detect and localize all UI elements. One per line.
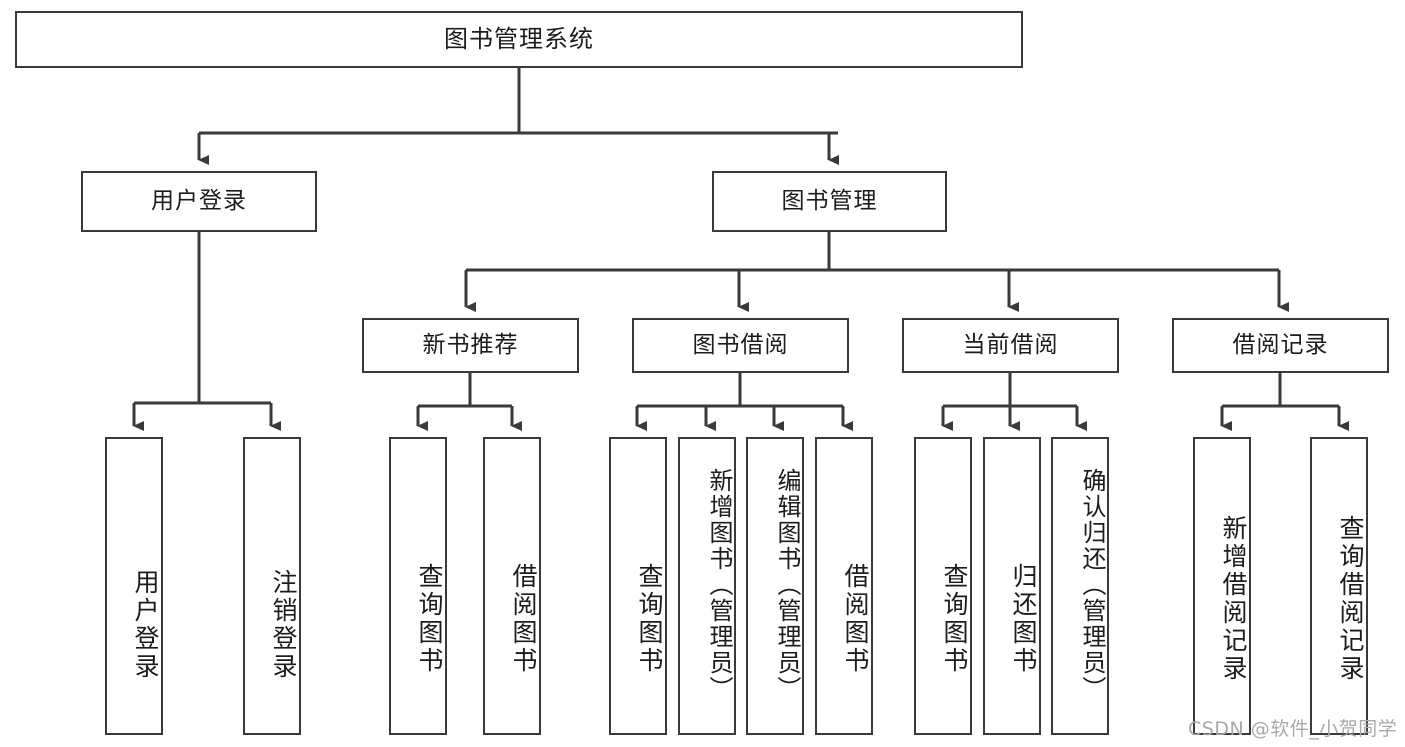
node-label: 查询借阅记录 xyxy=(1336,515,1365,683)
leaf-confirm-return-admin[interactable]: 确认归还（管理员） xyxy=(1051,437,1109,735)
leaf-user-login[interactable]: 用户登录 xyxy=(105,437,163,735)
leaf-return-book[interactable]: 归还图书 xyxy=(983,437,1041,735)
node-current-borrow[interactable]: 当前借阅 xyxy=(902,318,1119,373)
node-label: 编辑图书（管理员） xyxy=(773,468,801,702)
csdn-watermark: CSDN @软件_小贺同学 xyxy=(1188,718,1398,740)
node-label: 借阅图书 xyxy=(509,563,538,675)
node-label: 当前借阅 xyxy=(962,332,1059,359)
node-label: 用户登录 xyxy=(151,188,247,215)
node-label: 新书推荐 xyxy=(422,332,519,359)
leaf-query-book-borrow[interactable]: 查询图书 xyxy=(609,437,667,735)
leaf-query-borrow-record[interactable]: 查询借阅记录 xyxy=(1310,437,1368,735)
node-label: 查询图书 xyxy=(415,563,444,675)
node-label: 归还图书 xyxy=(1009,563,1038,675)
leaf-add-book-admin[interactable]: 新增图书（管理员） xyxy=(678,437,736,735)
node-user-login[interactable]: 用户登录 xyxy=(81,171,317,232)
node-label: 图书借阅 xyxy=(692,332,789,359)
leaf-query-book-current[interactable]: 查询图书 xyxy=(914,437,972,735)
node-label: 新增图书（管理员） xyxy=(705,468,733,702)
node-label: 注销登录 xyxy=(269,569,298,681)
leaf-borrow-book-recommend[interactable]: 借阅图书 xyxy=(483,437,541,735)
node-label: 借阅记录 xyxy=(1232,332,1329,359)
node-label: 用户登录 xyxy=(131,569,160,681)
node-label: 确认归还（管理员） xyxy=(1078,468,1106,702)
node-book-management[interactable]: 图书管理 xyxy=(712,171,947,232)
leaf-borrow-book[interactable]: 借阅图书 xyxy=(815,437,873,735)
leaf-add-borrow-record[interactable]: 新增借阅记录 xyxy=(1193,437,1251,735)
leaf-user-logout[interactable]: 注销登录 xyxy=(243,437,301,735)
node-borrow-record[interactable]: 借阅记录 xyxy=(1172,318,1389,373)
node-book-borrow[interactable]: 图书借阅 xyxy=(632,318,849,373)
leaf-edit-book-admin[interactable]: 编辑图书（管理员） xyxy=(746,437,804,735)
node-new-book-recommend[interactable]: 新书推荐 xyxy=(362,318,579,373)
node-label: 图书管理 xyxy=(781,188,878,215)
node-label: 借阅图书 xyxy=(841,563,870,675)
leaf-query-book-recommend[interactable]: 查询图书 xyxy=(389,437,447,735)
node-label: 新增借阅记录 xyxy=(1219,515,1248,683)
node-root-book-management-system[interactable]: 图书管理系统 xyxy=(15,11,1023,68)
node-label: 查询图书 xyxy=(635,563,664,675)
node-label: 图书管理系统 xyxy=(444,24,594,53)
node-label: 查询图书 xyxy=(940,563,969,675)
